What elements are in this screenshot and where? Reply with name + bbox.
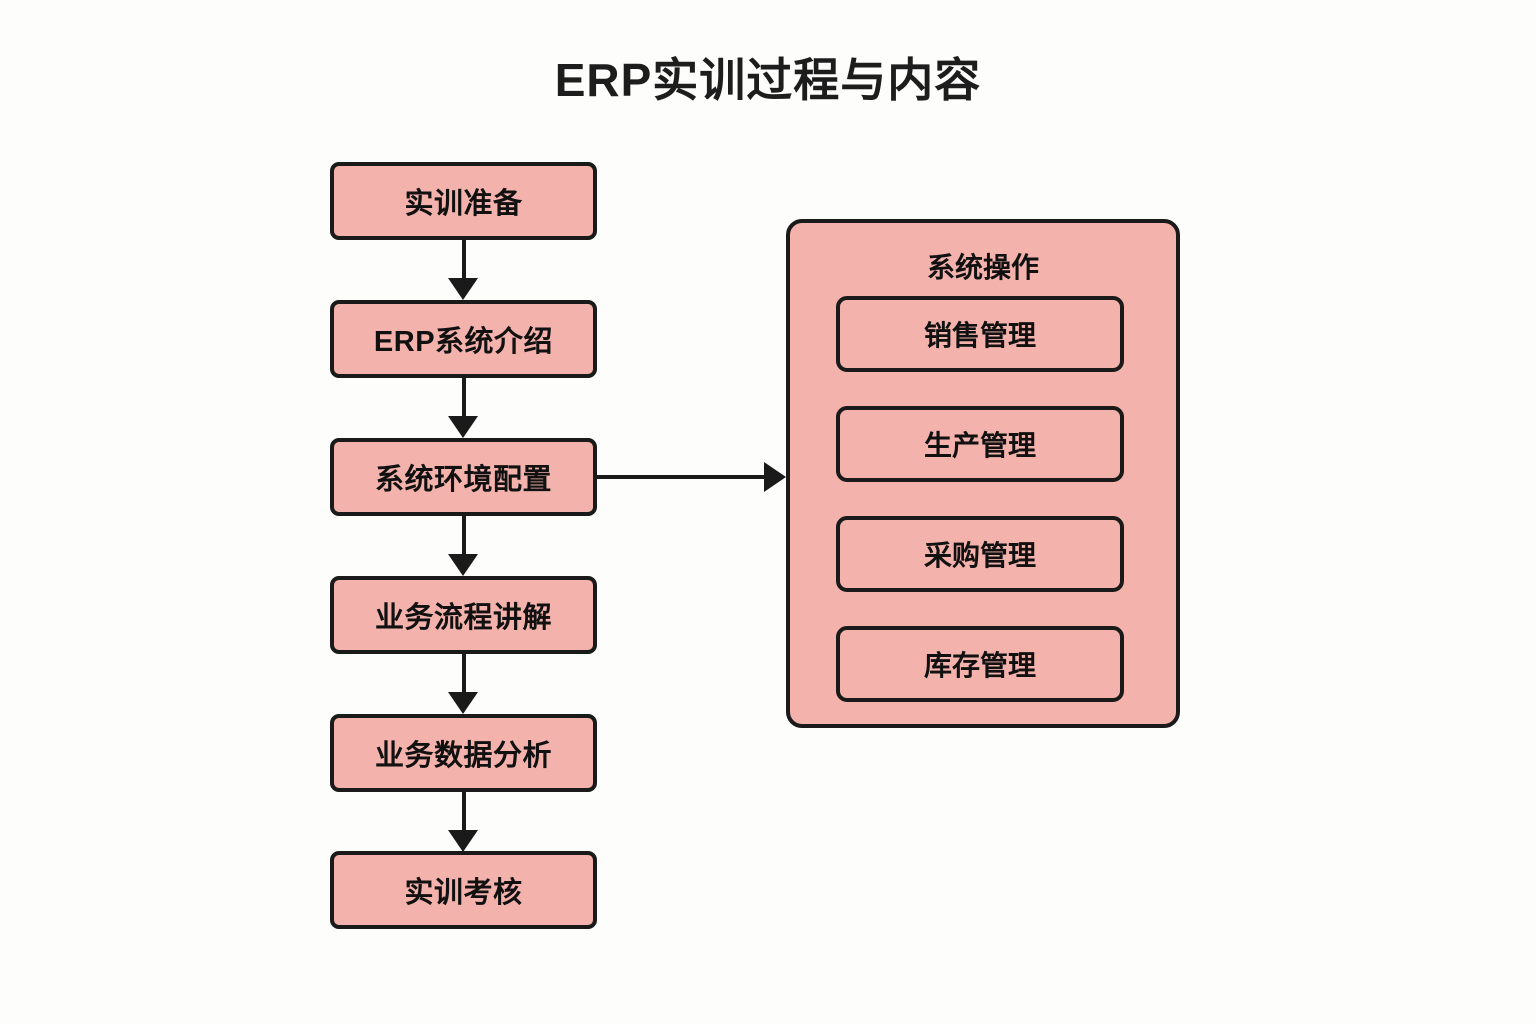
panel-item-3-label: 采购管理 [923,540,1036,571]
flow-step-1[interactable]: 实训准备 [330,162,597,240]
connector-step4-step5 [462,654,466,698]
connector-step2-step3 [462,378,466,422]
panel-item-1-label: 销售管理 [923,320,1036,351]
panel-item-production-management[interactable]: 生产管理 [836,406,1124,482]
flow-step-2-label: ERP系统介绍 [373,326,554,358]
arrowhead-step2-step3 [448,416,478,438]
flow-step-2[interactable]: ERP系统介绍 [330,300,597,378]
flow-step-4[interactable]: 业务流程讲解 [330,576,597,654]
panel-item-2-label: 生产管理 [923,430,1036,461]
arrowhead-step3-step4 [448,554,478,576]
connector-step1-step2 [462,240,466,284]
connector-step3-step4 [462,516,466,560]
flow-step-5-label: 业务数据分析 [374,740,552,772]
arrowhead-step5-step6 [448,830,478,852]
panel-item-sales-management[interactable]: 销售管理 [836,296,1124,372]
flow-step-6-label: 实训考核 [404,877,523,909]
flow-step-5[interactable]: 业务数据分析 [330,714,597,792]
flow-step-1-label: 实训准备 [404,188,523,220]
system-operations-panel[interactable]: 系统操作 销售管理 生产管理 采购管理 库存管理 [786,219,1180,728]
panel-item-procurement-management[interactable]: 采购管理 [836,516,1124,592]
arrowhead-step1-step2 [448,278,478,300]
panel-item-4-label: 库存管理 [923,650,1036,681]
flow-step-4-label: 业务流程讲解 [374,602,552,634]
flow-step-3[interactable]: 系统环境配置 [330,438,597,516]
panel-item-inventory-management[interactable]: 库存管理 [836,626,1124,702]
page-title: ERP实训过程与内容 [554,54,982,106]
arrowhead-step4-step5 [448,692,478,714]
flow-step-6[interactable]: 实训考核 [330,851,597,929]
system-operations-panel-title: 系统操作 [926,252,1039,283]
flow-step-3-label: 系统环境配置 [374,464,552,496]
connector-step5-step6 [462,792,466,836]
connector-step3-system-panel [597,475,769,479]
arrowhead-step3-system-panel [764,462,786,492]
